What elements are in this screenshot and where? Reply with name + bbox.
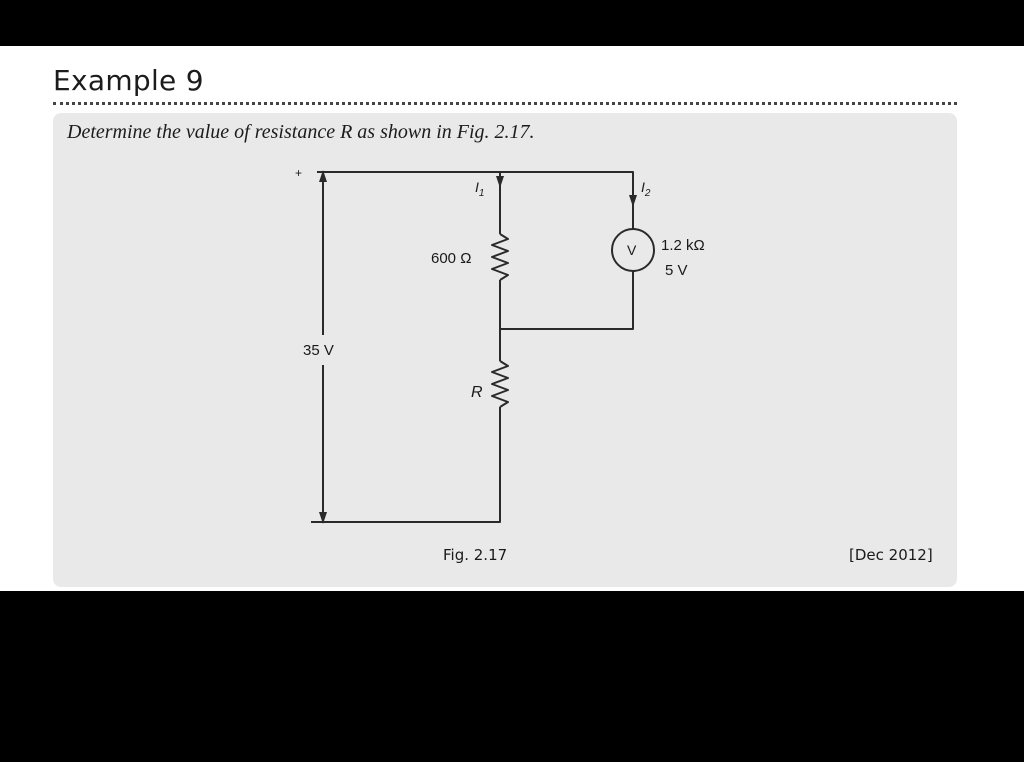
top-wire: [317, 171, 634, 191]
source-voltage-label: 35 V: [303, 342, 334, 359]
question-text: Determine the value of resistance R as s…: [67, 121, 535, 143]
example-heading: Example 9: [53, 64, 204, 97]
current-2-label: I2: [641, 179, 651, 199]
current-1-label: I1: [475, 179, 484, 199]
voltmeter-reading-label: 5 V: [665, 262, 688, 279]
resistor-600-ohm: [491, 233, 509, 281]
example-box: Determine the value of resistance R as s…: [53, 113, 957, 587]
resistor-R: [491, 360, 509, 408]
resistor-R-label: R: [471, 384, 483, 401]
date-tag: [Dec 2012]: [849, 546, 933, 564]
voltmeter-resistance-label: 1.2 kΩ: [661, 237, 705, 254]
voltage-arrow-head-bottom: [319, 512, 327, 524]
bottom-wire: [311, 407, 501, 523]
current-arrow-1: [496, 176, 504, 188]
resistor-600-label: 600 Ω: [431, 250, 471, 267]
voltmeter-symbol: V: [627, 242, 637, 258]
circuit-diagram: + 35 V I1 I2 600 Ω R V 1.2 kΩ 5 V: [295, 166, 705, 524]
textbook-page: Example 9 Determine the value of resista…: [0, 46, 1024, 591]
source-plus-label: +: [295, 166, 302, 180]
voltage-arrow-head-top: [319, 170, 327, 182]
current-arrow-2: [629, 195, 637, 207]
figure-caption: Fig. 2.17: [443, 546, 508, 564]
dotted-divider: [53, 102, 957, 105]
voltmeter-bottom-wire: [500, 271, 634, 330]
